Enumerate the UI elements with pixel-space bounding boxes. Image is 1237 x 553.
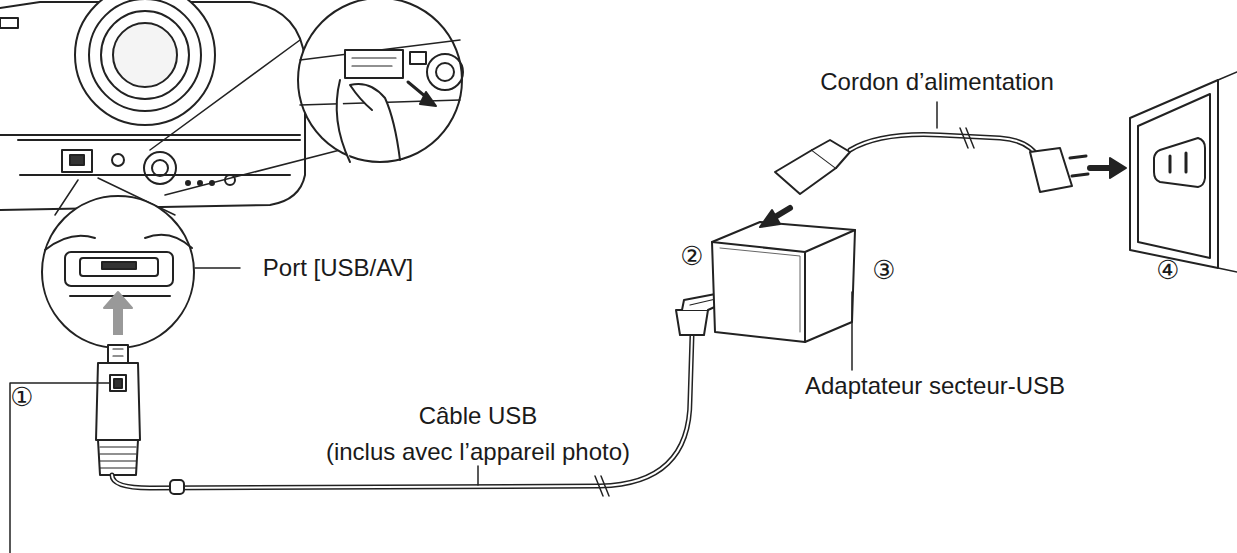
camera [0,0,305,210]
wall-outlet [1130,72,1237,272]
port-inset [42,178,240,348]
part-label: Port [USB/AV] [263,254,413,283]
callout-number: ② [680,241,703,272]
callout-number: ① [10,382,33,413]
part-label: Câble USB (inclus avec l’appareil photo) [326,398,630,470]
callout-number: ④ [1156,255,1179,286]
usb-cable [10,292,730,553]
callout-number: ③ [872,255,895,286]
ac-adapter [712,222,855,370]
part-label: Adaptateur secteur-USB [805,372,1065,401]
power-cord [760,102,1126,227]
cover-inset [150,0,463,195]
part-label: Cordon d’alimentation [820,68,1053,97]
